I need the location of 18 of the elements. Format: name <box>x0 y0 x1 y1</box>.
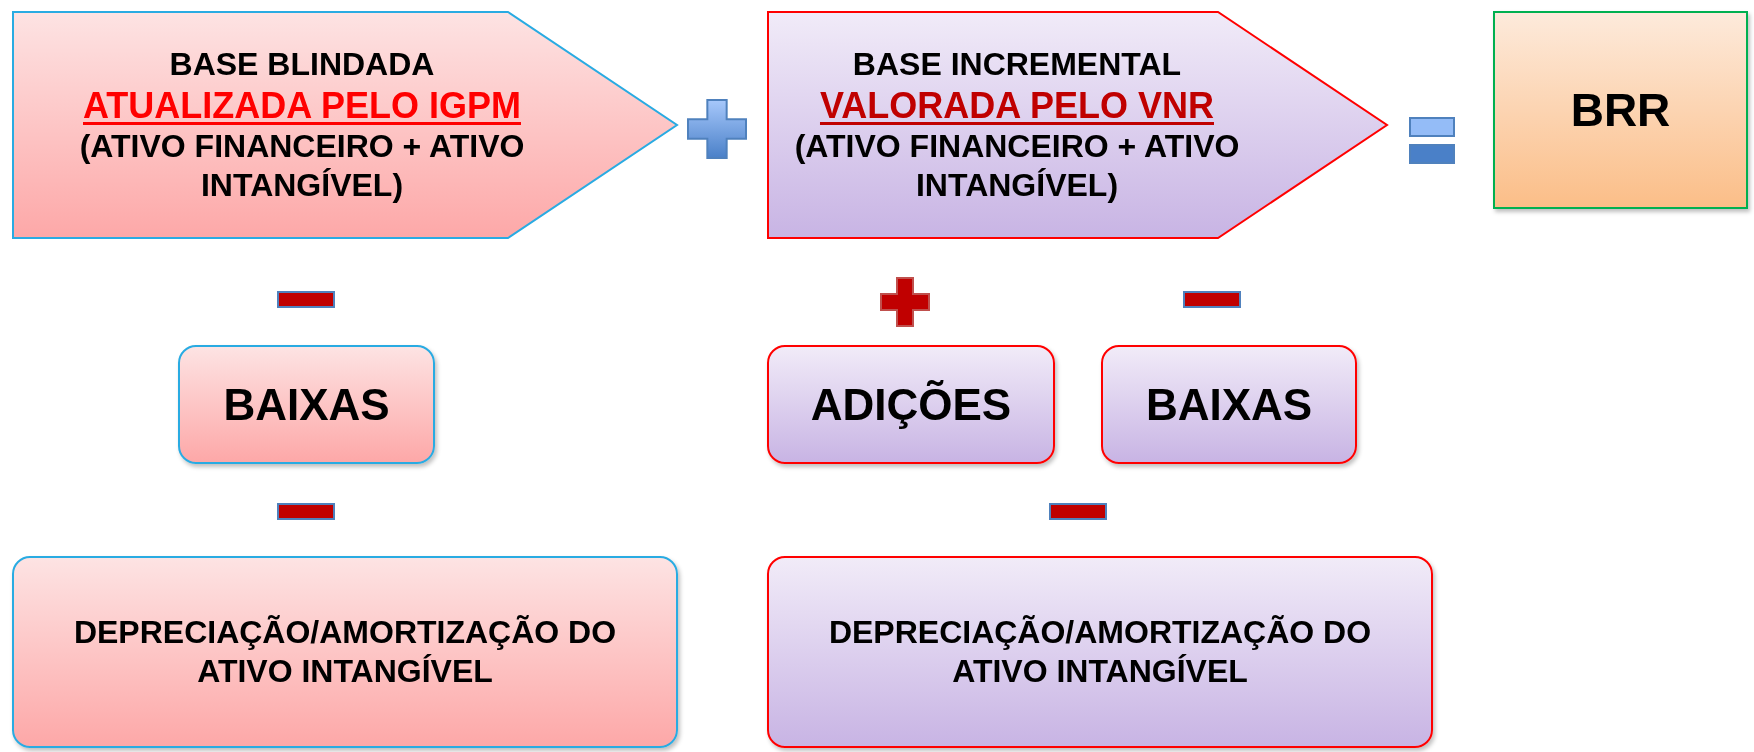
node-text: DEPRECIAÇÃO/AMORTIZAÇÃO DO ATIVO INTANGÍVEL <box>827 612 1373 691</box>
node-text: BASE INCREMENTAL <box>852 44 1182 84</box>
rounded-box <box>12 556 678 748</box>
node-text: BAIXAS <box>1145 378 1313 431</box>
rounded-box <box>767 345 1055 464</box>
node-text: BRR <box>1570 82 1671 138</box>
node-text: DEPRECIAÇÃO/AMORTIZAÇÃO DO ATIVO INTANGÍVEL <box>72 612 618 691</box>
node-text: BAIXAS <box>223 378 390 431</box>
node-text: (ATIVO FINANCEIRO + ATIVO INTANGÍVEL) <box>78 127 526 206</box>
node-text: ADIÇÕES <box>810 378 1012 431</box>
result-box <box>1493 11 1748 209</box>
highlighted-text: ATUALIZADA PELO IGPM <box>83 83 521 128</box>
rounded-box <box>178 345 435 464</box>
node-text: (ATIVO FINANCEIRO + ATIVO INTANGÍVEL) <box>793 127 1241 206</box>
node-text: BASE BLINDADA <box>169 44 435 84</box>
rounded-box <box>767 556 1433 748</box>
rounded-box <box>1101 345 1357 464</box>
highlighted-text: VALORADA PELO VNR <box>820 83 1214 128</box>
